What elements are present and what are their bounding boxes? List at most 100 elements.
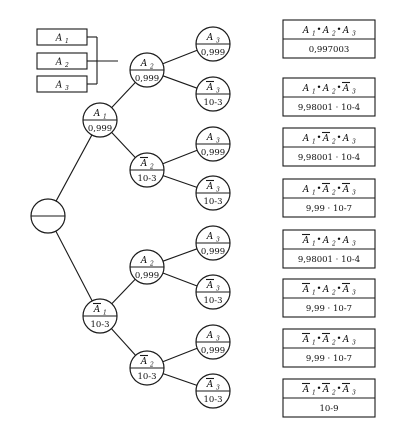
product-separator: • xyxy=(336,133,341,143)
event-index: 2 xyxy=(149,64,154,71)
event-index: 3 xyxy=(352,390,356,397)
event-symbol: A xyxy=(342,285,350,295)
product-separator: • xyxy=(336,384,341,394)
probability-value: 0,999 xyxy=(135,74,159,84)
probability-value: 10-3 xyxy=(203,98,222,108)
event-index: 2 xyxy=(149,261,154,268)
event-index: 3 xyxy=(352,340,356,347)
probability-value: 0,999 xyxy=(201,247,225,257)
tree-edge xyxy=(162,75,198,89)
event-index: 1 xyxy=(312,139,316,146)
event-symbol: A xyxy=(93,305,101,315)
product-separator: • xyxy=(316,83,321,93)
event-symbol: A xyxy=(342,134,350,144)
event-symbol: A xyxy=(302,236,310,246)
product-separator: • xyxy=(316,25,321,35)
product-separator: • xyxy=(316,284,321,294)
event-index: 1 xyxy=(312,390,316,397)
probability-value: 9,99 · 10-7 xyxy=(306,354,352,364)
event-symbol: A xyxy=(206,232,214,242)
event-index: 3 xyxy=(65,85,69,92)
event-index: 2 xyxy=(331,340,336,347)
event-index: 1 xyxy=(312,340,316,347)
event-index: 2 xyxy=(331,31,336,38)
product-separator: • xyxy=(336,284,341,294)
event-index: 1 xyxy=(103,114,107,121)
probability-value: 0,999 xyxy=(201,48,225,58)
event-index: 3 xyxy=(216,88,220,95)
tree-edge xyxy=(162,373,198,386)
event-index: 3 xyxy=(352,241,356,248)
event-symbol: A xyxy=(140,59,148,69)
probability-value: 10-3 xyxy=(203,197,222,207)
event-symbol: A xyxy=(342,185,350,195)
event-symbol: A xyxy=(302,335,310,345)
product-separator: • xyxy=(316,384,321,394)
event-index: 3 xyxy=(216,187,220,194)
event-symbol: A xyxy=(140,159,148,169)
event-index: 3 xyxy=(216,38,220,45)
tree-edge xyxy=(162,149,198,165)
event-index: 2 xyxy=(331,89,336,96)
event-index: 2 xyxy=(331,190,336,197)
event-symbol: A xyxy=(302,385,310,395)
tree-edge xyxy=(162,248,198,262)
tree-edge xyxy=(55,134,93,202)
root-node xyxy=(30,198,66,234)
event-symbol: A xyxy=(342,84,350,94)
event-index: 2 xyxy=(331,390,336,397)
product-separator: • xyxy=(316,133,321,143)
event-symbol: A xyxy=(206,182,214,192)
product-separator: • xyxy=(336,184,341,194)
event-symbol: A xyxy=(322,335,330,345)
event-symbol: A xyxy=(93,109,101,119)
event-index: 3 xyxy=(352,31,356,38)
probability-value: 0,999 xyxy=(201,148,225,158)
event-index: 3 xyxy=(352,290,356,297)
event-symbol: A xyxy=(206,133,214,143)
event-symbol: A xyxy=(342,236,350,246)
event-symbol: A xyxy=(206,331,214,341)
event-symbol: A xyxy=(55,81,63,91)
event-index: 2 xyxy=(149,164,154,171)
event-symbol: A xyxy=(302,285,310,295)
probability-value: 0,999 xyxy=(135,271,159,281)
event-symbol: A xyxy=(140,357,148,367)
event-symbol: A xyxy=(302,84,310,94)
probability-value: 9,99 · 10-7 xyxy=(306,204,352,214)
product-separator: • xyxy=(336,83,341,93)
product-separator: • xyxy=(316,334,321,344)
product-separator: • xyxy=(316,184,321,194)
probability-value: 0,999 xyxy=(88,124,112,134)
event-index: 3 xyxy=(352,139,356,146)
event-index: 1 xyxy=(312,290,316,297)
tree-edge xyxy=(111,82,136,108)
event-index: 3 xyxy=(216,286,220,293)
event-symbol: A xyxy=(206,380,214,390)
event-symbol: A xyxy=(322,134,330,144)
event-index: 3 xyxy=(352,190,356,197)
event-index: 2 xyxy=(149,362,154,369)
event-index: 1 xyxy=(65,38,69,45)
event-symbol: A xyxy=(322,236,330,246)
tree-edge xyxy=(162,347,198,363)
product-separator: • xyxy=(336,334,341,344)
event-symbol: A xyxy=(322,385,330,395)
